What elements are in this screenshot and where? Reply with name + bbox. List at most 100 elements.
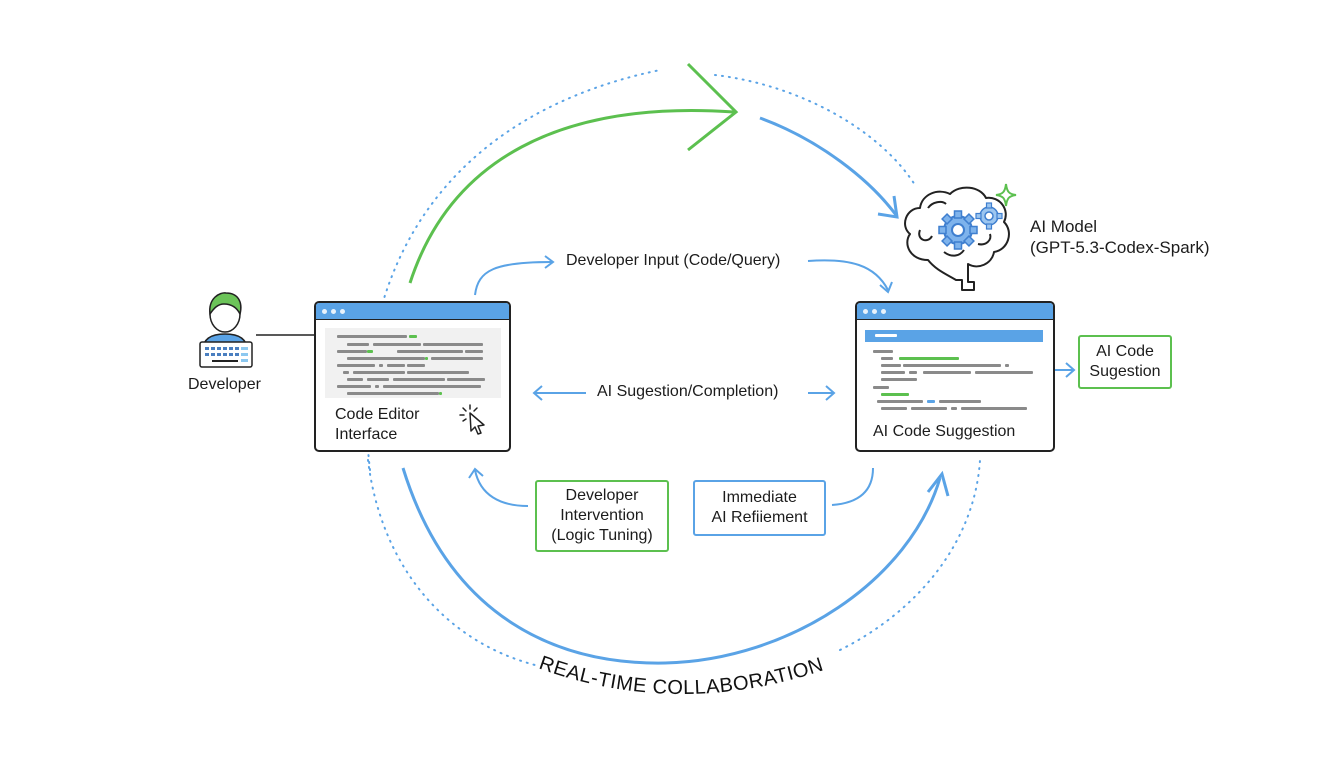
intervention-arrow — [474, 469, 529, 507]
dotted-ring-bottom-right — [839, 459, 981, 651]
code-line — [347, 392, 439, 395]
code-line — [393, 378, 445, 381]
code-line — [347, 343, 369, 346]
input-arrow-left — [474, 261, 553, 296]
code-line — [337, 350, 367, 353]
code-line — [397, 350, 463, 353]
ai-suggestion-window[interactable]: AI Code Suggestion — [855, 301, 1055, 452]
code-line — [407, 364, 425, 367]
immediate-refinement-box[interactable]: Immediate AI Refiiement — [693, 480, 826, 536]
code-line — [353, 371, 405, 374]
cursor-click-icon — [459, 404, 485, 435]
code-line — [975, 371, 1033, 374]
code-line — [465, 350, 483, 353]
input-arrowhead-left — [544, 255, 555, 269]
code-line — [387, 364, 405, 367]
code-line — [367, 350, 373, 353]
code-line — [423, 343, 483, 346]
code-line — [1005, 364, 1009, 367]
code-line — [383, 385, 481, 388]
code-line — [881, 378, 917, 381]
suggestion-arrow-right — [808, 385, 836, 401]
blue-feedback-arc — [401, 467, 942, 665]
sparkle-icon — [995, 183, 1017, 207]
code-line — [379, 364, 383, 367]
code-line — [425, 357, 428, 360]
developer-input-label: Developer Input (Code/Query) — [566, 252, 781, 269]
code-line — [923, 371, 971, 374]
editor-titlebar — [316, 303, 509, 320]
box-line: Developer — [565, 487, 639, 504]
suggestion-titlebar — [857, 303, 1053, 320]
window-dot — [340, 308, 345, 314]
suggestion-arrow-left — [532, 385, 586, 401]
ai-model-subtitle: (GPT-5.3-Codex-Spark) — [1030, 238, 1210, 257]
box-line: Intervention — [560, 507, 644, 524]
caption-text: REAL-TIME COLLABORATION — [536, 652, 826, 699]
code-line — [939, 400, 981, 403]
code-line — [881, 393, 909, 396]
window-dot — [863, 308, 868, 314]
code-line — [881, 364, 901, 367]
ai-code-suggestion-box[interactable]: AI Code Sugestion — [1078, 335, 1172, 389]
box-line: AI Refiiement — [711, 509, 808, 526]
green-arrowhead — [686, 62, 739, 152]
code-line — [881, 407, 907, 410]
code-editor-window[interactable]: Code Editor Interface — [314, 301, 511, 452]
window-dot — [322, 308, 327, 314]
code-line — [343, 371, 349, 374]
code-line — [881, 357, 893, 360]
window-dot — [331, 308, 336, 314]
green-flow-arrow — [408, 109, 735, 284]
code-line — [875, 334, 897, 337]
blue-arrowhead-model — [877, 195, 899, 219]
window-dot — [872, 308, 877, 314]
code-line — [347, 378, 363, 381]
code-line — [951, 407, 957, 410]
suggestion-window-label: AI Code Suggestion — [873, 423, 1016, 440]
code-line — [877, 400, 923, 403]
code-line — [347, 357, 425, 360]
blue-feedback-arrowhead — [926, 470, 950, 497]
editor-label-line2: Interface — [335, 426, 398, 443]
editor-label-line1: Code Editor — [335, 406, 420, 423]
code-line — [375, 385, 379, 388]
developer-keyboard-icon — [199, 292, 253, 368]
code-line — [911, 407, 947, 410]
code-line — [899, 357, 959, 360]
code-line — [881, 371, 905, 374]
box-line: AI Code — [1096, 343, 1154, 360]
code-line — [927, 400, 935, 403]
blue-arrow-to-model — [759, 116, 898, 216]
code-line — [337, 364, 375, 367]
dotted-ring-top-right — [714, 74, 916, 186]
developer-label: Developer — [188, 376, 261, 393]
code-line — [431, 357, 483, 360]
code-line — [337, 385, 371, 388]
code-line — [447, 378, 485, 381]
refinement-connector — [831, 467, 874, 506]
intervention-arrowhead — [468, 467, 484, 479]
code-line — [337, 335, 407, 338]
suggestion-code-area[interactable] — [865, 328, 1047, 413]
developer-intervention-box[interactable]: Developer Intervention (Logic Tuning) — [535, 480, 669, 552]
window-dot — [881, 308, 886, 314]
code-line — [873, 386, 889, 389]
box-line: (Logic Tuning) — [551, 527, 653, 544]
code-line — [909, 371, 917, 374]
code-line — [409, 335, 417, 338]
code-line — [439, 392, 442, 395]
brain-gears-icon — [904, 183, 1017, 291]
dotted-ring-bottom-left — [367, 459, 536, 666]
editor-code-area[interactable] — [325, 328, 501, 398]
code-line — [873, 350, 893, 353]
input-arrow-right — [807, 259, 889, 291]
code-line — [373, 343, 421, 346]
ai-suggestion-label: AI Sugestion/Completion) — [597, 383, 779, 400]
highlighted-suggestion-line — [865, 330, 1043, 342]
box-line: Sugestion — [1089, 363, 1161, 380]
code-line — [903, 364, 1001, 367]
input-arrowhead-right — [879, 281, 893, 294]
